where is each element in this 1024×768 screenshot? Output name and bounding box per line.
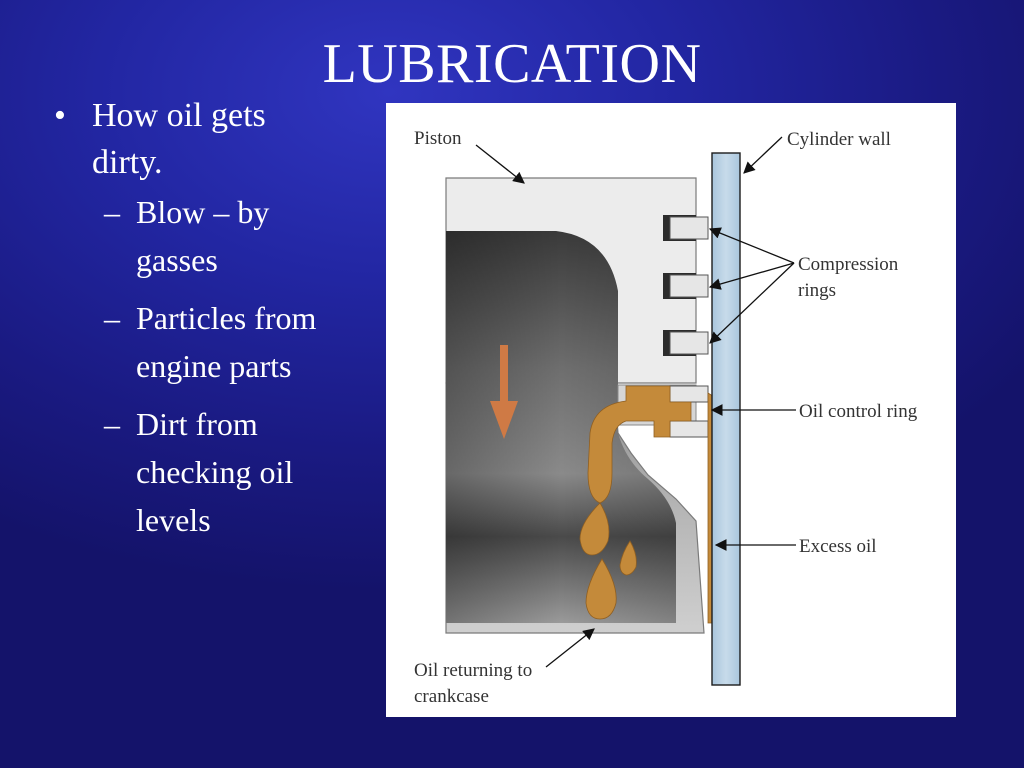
label-piston: Piston (414, 128, 462, 149)
sub-bullet-text-line: gasses (136, 242, 218, 278)
bullet-list: • How oil gets dirty. – Blow – by gasses… (54, 92, 384, 554)
bullet-marker: • (54, 97, 66, 134)
sub-bullet-text-line: engine parts (136, 348, 292, 384)
sub-bullet-text-line: Particles from (136, 300, 317, 336)
sub-bullet-item: – Blow – by gasses (104, 188, 384, 284)
label-oil-control-ring: Oil control ring (799, 401, 918, 422)
lubrication-diagram: Piston Cylinder wall Compression rings O… (386, 103, 956, 717)
compression-ring-2 (663, 273, 709, 299)
sub-bullet-marker: – (104, 406, 120, 442)
slide-title: LUBRICATION (322, 33, 702, 95)
compression-ring-1 (663, 215, 709, 241)
leader-compression-1 (708, 227, 795, 264)
leader-oil-returning (545, 628, 595, 668)
bullet-item: • How oil gets dirty. (54, 92, 384, 186)
sub-bullet-item: – Dirt from checking oil levels (104, 400, 384, 544)
diagram-svg: Piston Cylinder wall Compression rings O… (414, 128, 918, 707)
cylinder-wall (711, 152, 741, 686)
leader-compression-3 (709, 262, 795, 344)
down-arrow-icon (490, 345, 518, 439)
label-compression-rings-line1: Compression (798, 254, 899, 275)
label-cylinder-wall: Cylinder wall (787, 129, 891, 150)
sub-bullet-text-line: Dirt from (136, 406, 258, 442)
leader-cylinder-wall (743, 136, 783, 174)
bullet-text-line: How oil gets (92, 97, 266, 134)
sub-bullet-text-line: Blow – by (136, 194, 270, 230)
sub-bullet-text-line: levels (136, 502, 211, 538)
sub-bullet-text-line: checking oil (136, 454, 294, 490)
sub-bullet-list: – Blow – by gasses – Particles from engi… (54, 188, 384, 544)
label-oil-returning-line2: crankcase (414, 686, 489, 707)
label-oil-returning-line1: Oil returning to (414, 660, 532, 681)
label-excess-oil: Excess oil (799, 536, 877, 557)
sub-bullet-item: – Particles from engine parts (104, 294, 384, 390)
sub-bullet-marker: – (104, 300, 120, 336)
leader-piston (475, 144, 525, 184)
leader-compression-2 (708, 262, 795, 290)
bullet-text-line: dirty. (92, 144, 163, 181)
label-compression-rings-line2: rings (798, 280, 836, 301)
compression-ring-3 (663, 330, 709, 356)
sub-bullet-marker: – (104, 194, 120, 230)
